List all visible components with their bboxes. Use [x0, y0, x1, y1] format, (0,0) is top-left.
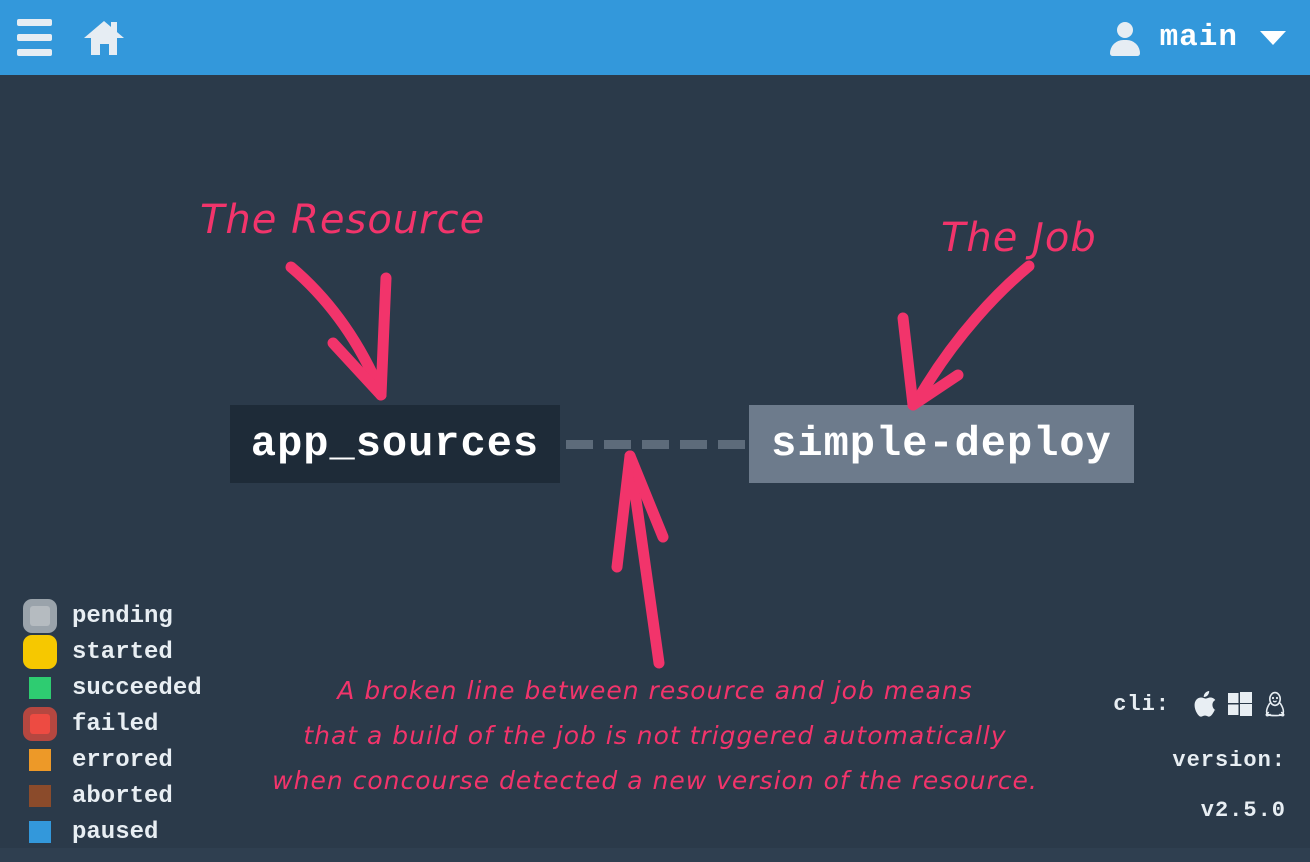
- pipeline-broken-link: [566, 440, 746, 449]
- legend-label: errored: [72, 746, 173, 774]
- person-icon: [1108, 21, 1142, 56]
- status-swatch-failed: [23, 707, 57, 741]
- home-icon: [84, 20, 124, 55]
- link-dash: [680, 440, 707, 449]
- linux-penguin-icon[interactable]: [1264, 691, 1286, 717]
- link-dash: [566, 440, 593, 449]
- status-swatch-errored: [29, 749, 51, 771]
- legend-item-paused: paused: [18, 814, 278, 850]
- legend-item-succeeded: succeeded: [18, 670, 278, 706]
- pipeline-job-node[interactable]: simple-deploy: [749, 405, 1134, 483]
- legend-swatch-wrap: [18, 706, 62, 742]
- hamburger-icon-bar: [16, 19, 52, 26]
- status-swatch-paused: [29, 821, 51, 843]
- apple-icon[interactable]: [1194, 691, 1216, 717]
- curved-arrow-down-left-icon: [897, 260, 1035, 411]
- home-button[interactable]: [68, 0, 140, 75]
- hamburger-menu-button[interactable]: [0, 0, 68, 75]
- legend-label: started: [72, 638, 173, 666]
- user-menu-label: main: [1159, 20, 1238, 55]
- footer-info: cli:: [1087, 691, 1286, 848]
- legend-label: aborted: [72, 782, 173, 810]
- version-label: version:: [1172, 748, 1286, 773]
- link-dash: [642, 440, 669, 449]
- annotation-job-label: The Job: [941, 215, 1097, 261]
- legend-swatch-wrap: [18, 634, 62, 670]
- annotation-resource-label: The Resource: [200, 197, 486, 243]
- legend-label: succeeded: [72, 674, 202, 702]
- status-swatch-pending: [23, 599, 57, 633]
- windows-icon[interactable]: [1228, 692, 1252, 716]
- legend-label: pending: [72, 602, 173, 630]
- hamburger-icon-bar: [16, 49, 52, 56]
- cli-label: cli:: [1113, 691, 1170, 717]
- user-menu[interactable]: main: [1108, 0, 1310, 75]
- chevron-down-icon: [1260, 30, 1286, 45]
- legend-swatch-wrap: [18, 778, 62, 814]
- pipeline-canvas[interactable]: app_sources simple-deploy: [0, 75, 1310, 862]
- bottom-strip: [0, 848, 1310, 862]
- version-row: version: v2.5.0: [1087, 723, 1286, 848]
- pipeline-resource-node[interactable]: app_sources: [230, 405, 560, 483]
- legend-label: paused: [72, 818, 159, 846]
- link-dash: [604, 440, 631, 449]
- legend-swatch-wrap: [18, 598, 62, 634]
- arrow-up-icon: [611, 450, 669, 669]
- status-swatch-started: [23, 635, 57, 669]
- version-value: v2.5.0: [1200, 798, 1286, 823]
- legend-item-pending: pending: [18, 598, 278, 634]
- legend-label: failed: [72, 710, 159, 738]
- status-swatch-succeeded: [29, 677, 51, 699]
- legend-swatch-wrap: [18, 670, 62, 706]
- legend-item-failed: failed: [18, 706, 278, 742]
- status-swatch-aborted: [29, 785, 51, 807]
- legend-swatch-wrap: [18, 742, 62, 778]
- hamburger-icon-bar: [16, 34, 52, 41]
- legend-swatch-wrap: [18, 814, 62, 850]
- cli-download-row: cli:: [1087, 691, 1286, 717]
- legend-item-aborted: aborted: [18, 778, 278, 814]
- legend-item-started: started: [18, 634, 278, 670]
- top-navigation-bar: main: [0, 0, 1310, 75]
- legend-item-errored: errored: [18, 742, 278, 778]
- link-dash: [718, 440, 745, 449]
- status-legend: pending started succeeded failed: [18, 598, 278, 850]
- curved-arrow-down-right-icon: [285, 261, 392, 401]
